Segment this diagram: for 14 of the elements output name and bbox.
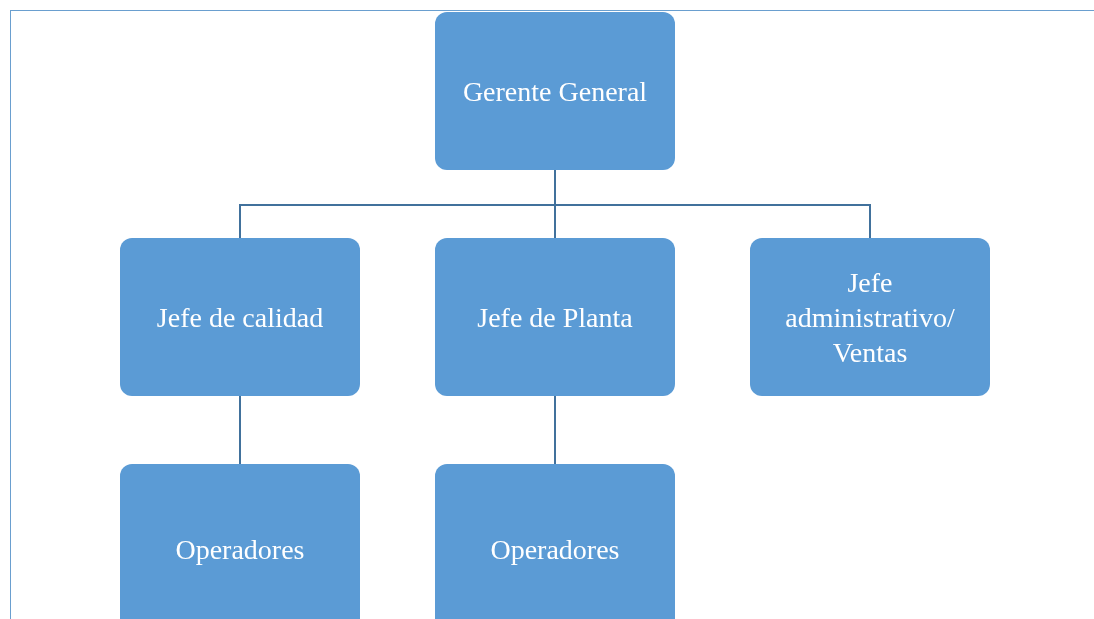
org-box: [435, 238, 675, 396]
org-box: [435, 464, 675, 619]
box-label: Gerente General: [462, 74, 648, 109]
connector-line: [554, 395, 556, 465]
box-label: Jefe de calidad: [156, 300, 324, 335]
box-label: Jefe administrativo/ Ventas: [784, 265, 956, 370]
org-box: [750, 238, 990, 396]
box-label: Operadores: [175, 532, 305, 567]
org-box: [120, 464, 360, 619]
connector-line: [239, 395, 241, 465]
box-label: Jefe de Planta: [477, 300, 633, 335]
org-box: [120, 238, 360, 396]
box-label: Operadores: [490, 532, 620, 567]
org-box: [435, 12, 675, 170]
